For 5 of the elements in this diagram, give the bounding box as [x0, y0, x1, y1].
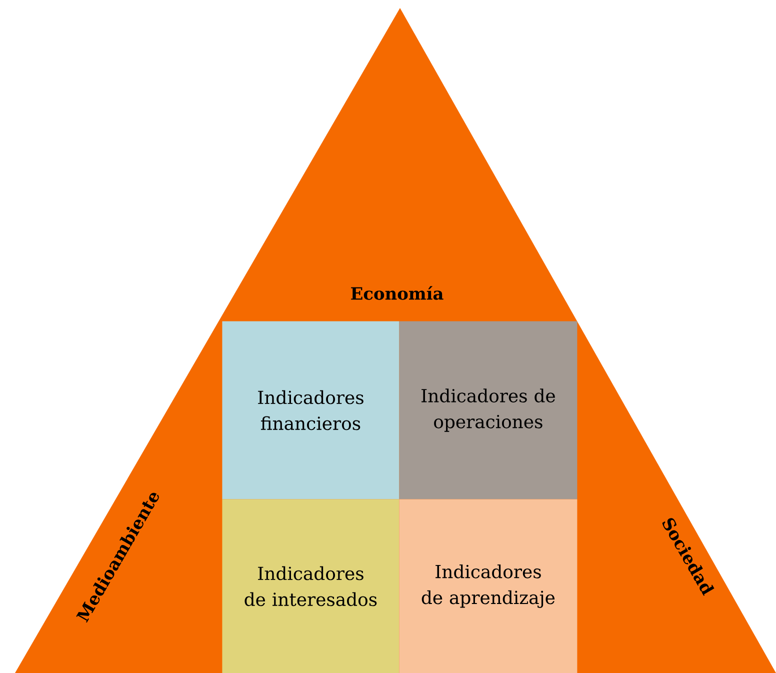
indicator-box: Indicadores de interesados [222, 499, 400, 673]
side-label: Economía [351, 286, 444, 300]
indicator-box: Indicadores de aprendizaje [399, 499, 578, 673]
indicator-box: Indicadores de operaciones [399, 321, 578, 500]
indicator-box: Indicadores financieros [222, 321, 400, 500]
